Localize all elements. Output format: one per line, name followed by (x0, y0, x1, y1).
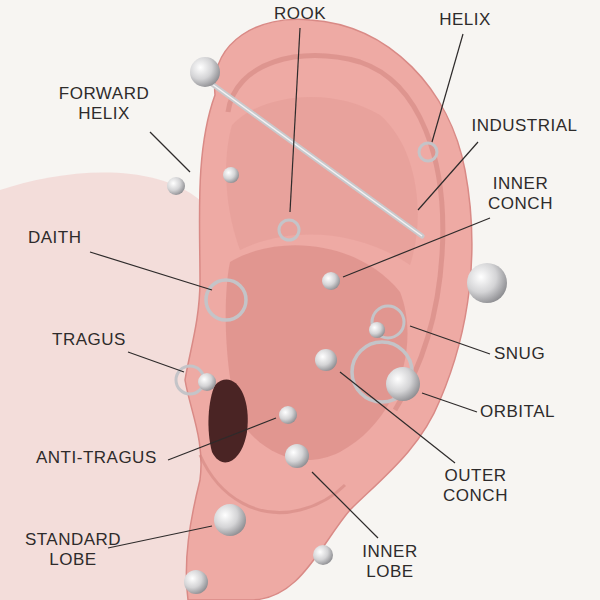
leader-line (90, 252, 212, 290)
barbell-ball (467, 263, 507, 303)
part-label: SNUG (494, 344, 574, 364)
leader-line (422, 393, 477, 412)
barbell-ball (190, 57, 220, 87)
leader-line (343, 218, 490, 277)
orbital-ball (386, 367, 420, 401)
part-label: INNER LOBE (350, 542, 430, 583)
leader-line (168, 418, 276, 460)
part-label: DAITH (28, 228, 108, 248)
part-label: STANDARD LOBE (18, 530, 128, 571)
inner-lobe-stud (313, 545, 333, 565)
lobe-stud (214, 504, 246, 536)
part-label: FORWARD HELIX (50, 84, 158, 125)
forward-helix-stud (167, 177, 185, 195)
helix-ring (419, 143, 437, 161)
scapha (226, 97, 418, 265)
industrial-bar-highlight (212, 84, 422, 236)
leader-line (410, 326, 490, 354)
lobe-stud (184, 570, 208, 594)
part-label: HELIX (425, 10, 505, 30)
part-label: OUTER CONCH (428, 466, 523, 507)
part-label: TRAGUS (52, 330, 142, 350)
rook-ring (279, 220, 299, 240)
daith-ring (206, 280, 246, 320)
leader-line (290, 28, 300, 212)
ear-canal (208, 379, 247, 462)
leader-line (150, 132, 190, 172)
part-label: INDUSTRIAL (462, 116, 587, 136)
inner-lobe-stud (285, 444, 309, 468)
leader-lines (90, 28, 490, 548)
industrial-bar (212, 84, 422, 236)
leader-line (312, 472, 378, 538)
leader-line (128, 352, 184, 372)
skin-wash (0, 173, 200, 600)
part-label: ROOK (270, 4, 330, 24)
forward-helix-stud (223, 167, 239, 183)
leader-line (432, 34, 463, 142)
tragus-ball (198, 373, 216, 391)
anti-tragus-stud (279, 406, 297, 424)
ear-outline (185, 19, 472, 600)
part-label: INNER CONCH (478, 174, 563, 215)
leader-line (340, 372, 455, 463)
part-label: ANTI-TRAGUS (36, 448, 176, 468)
leader-line (108, 526, 212, 548)
concha (226, 245, 408, 460)
inner-conch-stud (322, 272, 340, 290)
outer-conch-stud (315, 349, 337, 371)
part-label: ORBITAL (480, 402, 580, 422)
leader-line (418, 142, 478, 210)
snug-ball (369, 322, 385, 338)
